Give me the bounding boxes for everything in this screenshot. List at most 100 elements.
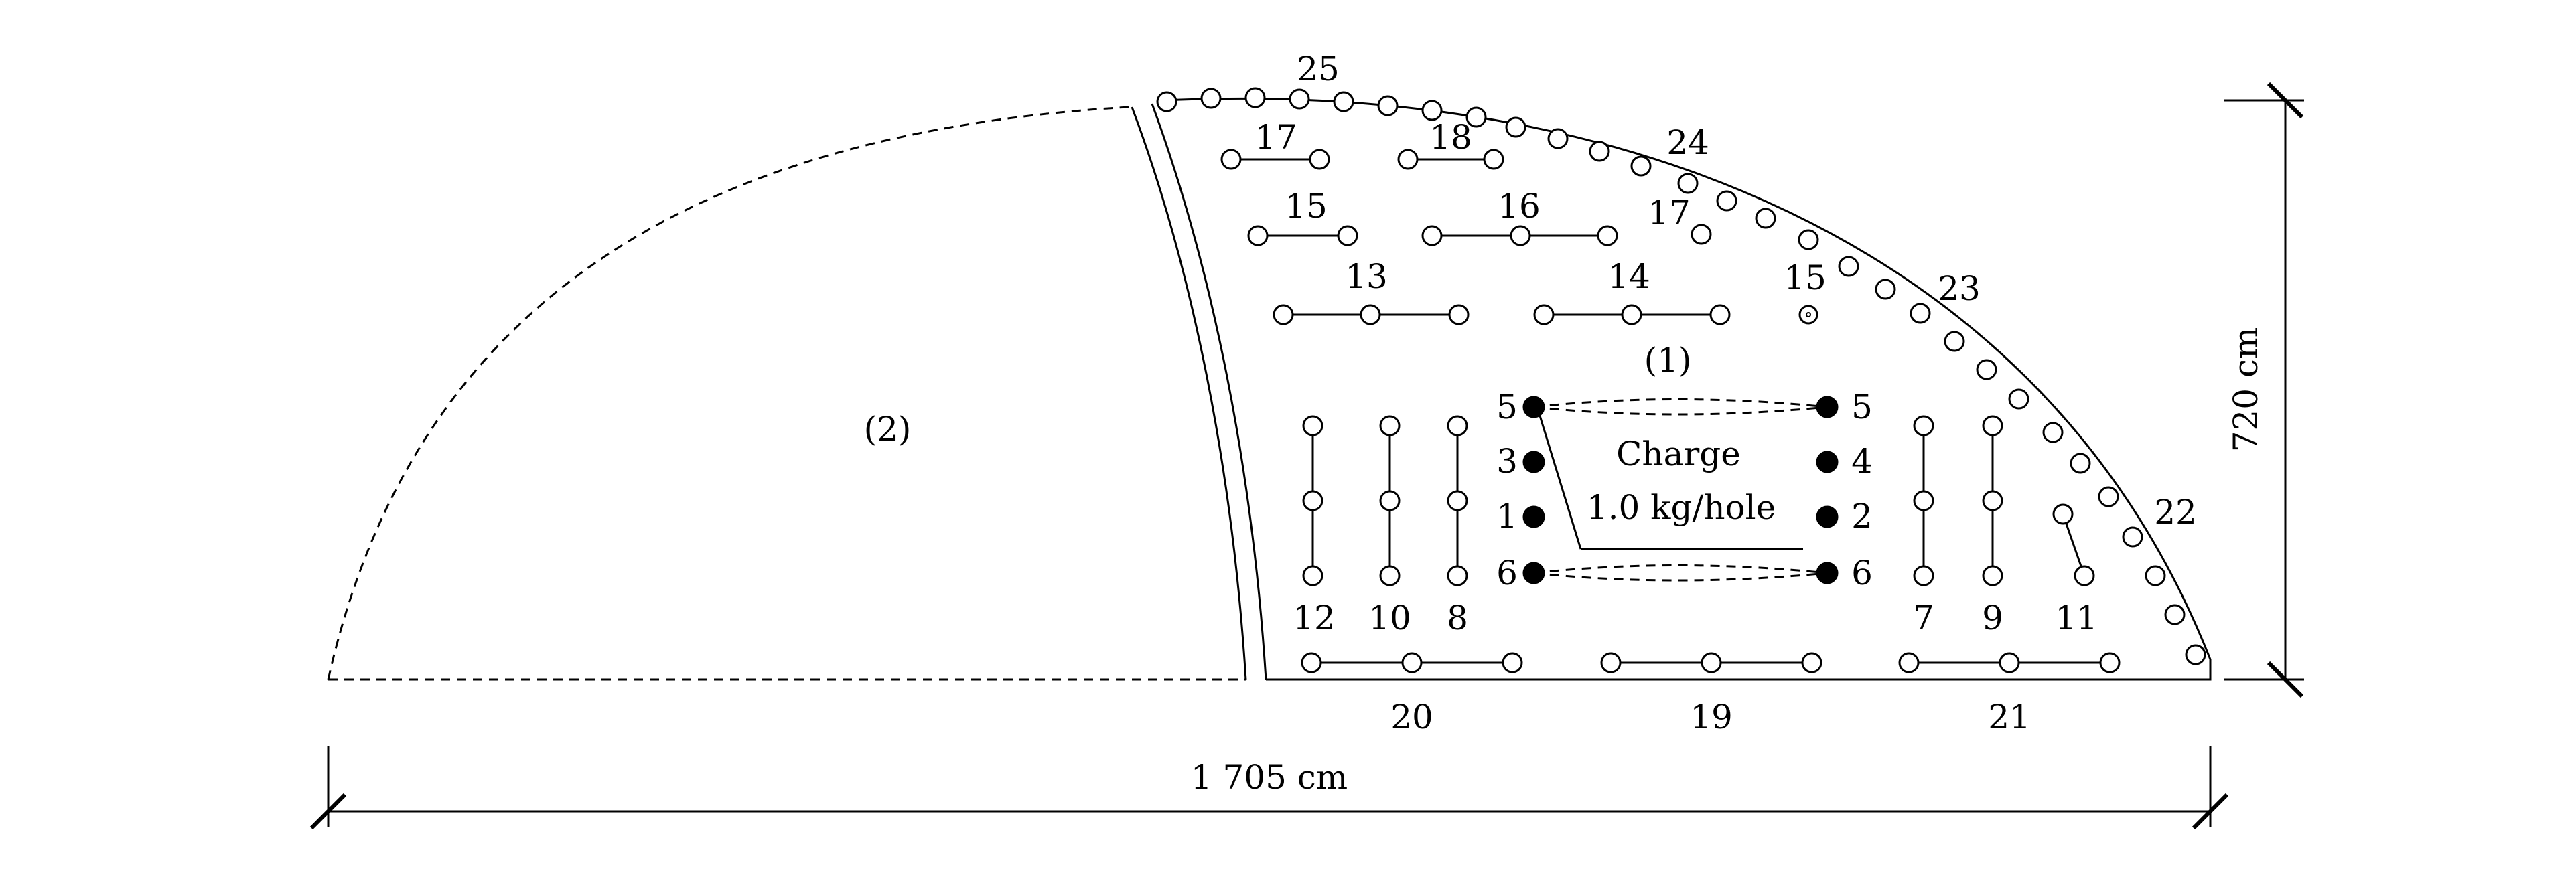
row-label-9: 9 <box>1982 599 2003 637</box>
charge-dash-top-lower <box>1533 406 1828 416</box>
hole-connector <box>2062 513 2086 576</box>
excavation-outline <box>1165 97 2212 681</box>
charged-label-6-left: 6 <box>1496 554 1518 592</box>
dimension-tick-left <box>309 793 347 830</box>
row-label-16: 16 <box>1498 187 1541 226</box>
blast-hole <box>2074 565 2095 586</box>
blast-hole <box>1333 91 1354 112</box>
bottom-row-20 <box>1301 652 1523 673</box>
charge-label-title: Charge <box>1616 434 1741 473</box>
charged-label-4: 4 <box>1851 442 1873 481</box>
charge-dash-top-upper <box>1533 398 1828 408</box>
height-dimension-label: 720 cm <box>2226 327 2265 453</box>
blast-hole <box>1982 415 2003 436</box>
charge-label-amount: 1.0 kg/hole <box>1587 488 1776 527</box>
charged-hole-5-left <box>1522 396 1545 418</box>
charged-label-3: 3 <box>1496 442 1518 481</box>
blast-hole <box>1397 149 1419 170</box>
charge-dash-bottom-upper <box>1533 564 1828 574</box>
blast-hole <box>1913 415 1934 436</box>
blast-hole <box>2145 565 2166 586</box>
blast-hole <box>1421 225 1443 246</box>
charged-hole-2 <box>1816 505 1839 528</box>
blast-hole <box>1302 415 1323 436</box>
blast-hole <box>1691 224 1712 245</box>
blast-hole <box>1716 190 1737 212</box>
bottom-row-21 <box>1898 652 2121 673</box>
row-label-13: 13 <box>1345 257 1388 296</box>
blast-hole <box>1401 652 1423 673</box>
blast-hole <box>1621 304 1642 325</box>
charged-label-5-right: 5 <box>1851 388 1873 426</box>
blast-hole <box>1200 88 1222 109</box>
blast-hole <box>1483 149 1504 170</box>
row-label-10: 10 <box>1368 599 1411 637</box>
blast-hole <box>2185 644 2206 665</box>
blast-hole <box>1798 229 1819 250</box>
blast-hole <box>1379 415 1401 436</box>
right-region-label: (1) <box>1644 341 1692 380</box>
charged-hole-5-right <box>1816 396 1839 418</box>
blast-hole <box>1302 490 1323 511</box>
blast-hole <box>1447 415 1468 436</box>
blast-hole <box>1709 304 1731 325</box>
charge-leader-line <box>1536 406 1582 550</box>
blast-hole <box>1913 490 1934 511</box>
blast-hole <box>1273 304 1294 325</box>
blast-hole <box>1913 565 1934 586</box>
row-label-24: 24 <box>1666 123 1709 162</box>
blast-hole <box>1999 652 2020 673</box>
blast-hole <box>2070 453 2091 474</box>
charged-label-1: 1 <box>1496 497 1518 536</box>
blast-hole <box>1600 652 1622 673</box>
lining-line-outer <box>1131 106 1247 680</box>
row-label-19: 19 <box>1690 698 1733 736</box>
blast-hole <box>1589 141 1610 162</box>
row-label-18: 18 <box>1429 118 1472 157</box>
blast-hole <box>1982 490 2003 511</box>
blast-hole <box>1360 304 1381 325</box>
blast-hole <box>1379 490 1401 511</box>
blast-hole <box>1982 565 2003 586</box>
blast-hole <box>1910 303 1931 324</box>
row-label-14: 14 <box>1607 257 1650 296</box>
blast-hole <box>1510 225 1531 246</box>
charged-hole-4 <box>1816 451 1839 473</box>
blast-hole <box>1976 359 1997 380</box>
charge-dash-bottom-lower <box>1533 572 1828 582</box>
blast-hole <box>1944 331 1965 352</box>
charged-holes-block: 5 3 1 6 5 4 2 6 Charge 1.0 kg/hole <box>1496 388 1873 592</box>
charged-label-6-right: 6 <box>1851 554 1873 592</box>
vertical-row-8 <box>1447 415 1468 586</box>
blast-hole <box>1597 225 1618 246</box>
row-label-25: 25 <box>1297 50 1340 88</box>
row-label-15-right: 15 <box>1784 258 1827 297</box>
perimeter-holes-row-22 <box>2042 422 2206 665</box>
row-label-20: 20 <box>1390 698 1433 736</box>
row-label-21: 21 <box>1988 698 2031 736</box>
blast-hole <box>2008 388 2029 410</box>
blast-hole <box>2052 503 2074 525</box>
row-label-11: 11 <box>2055 599 2098 637</box>
perimeter-holes-row-24 <box>1505 116 1776 229</box>
blast-hole <box>1898 652 1920 673</box>
vertical-row-9 <box>1982 415 2003 586</box>
blast-hole <box>2122 526 2143 548</box>
blast-hole <box>2164 604 2186 625</box>
blast-hole <box>1465 106 1487 128</box>
blast-hole <box>1244 87 1266 108</box>
width-dimension: 1 705 cm <box>309 746 2229 830</box>
dimension-tick-bottom <box>2267 661 2304 698</box>
blast-hole <box>1677 173 1699 194</box>
charged-hole-3 <box>1522 451 1545 473</box>
blast-hole <box>1289 88 1310 110</box>
row-label-22: 22 <box>2154 493 2197 532</box>
row-label-15: 15 <box>1285 187 1328 226</box>
blast-hole <box>1447 565 1468 586</box>
blast-hole <box>1533 304 1555 325</box>
blast-hole <box>2042 422 2064 443</box>
row-label-17-right: 17 <box>1648 193 1691 232</box>
vertical-row-7 <box>1913 415 1934 586</box>
row-label-23: 23 <box>1938 269 1981 308</box>
